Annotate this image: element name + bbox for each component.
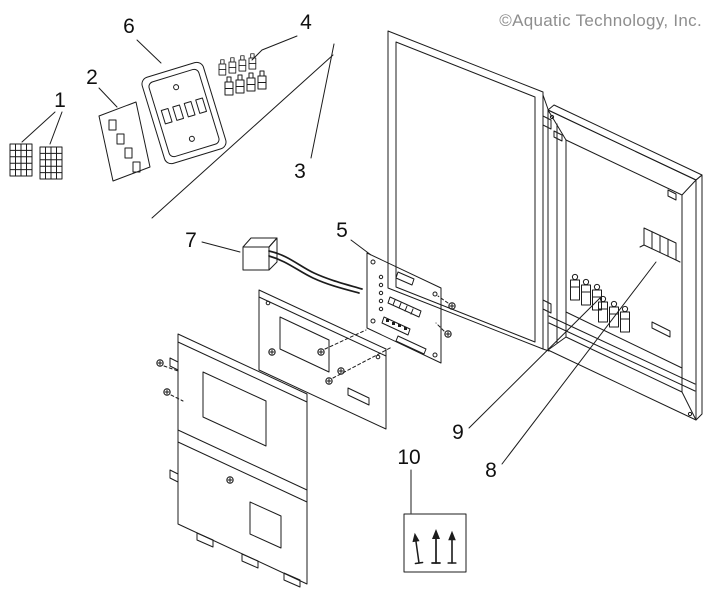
part-8-transformer-assembly [639,227,681,263]
part-label-3: 3 [294,160,306,183]
part-5-circuit-board [366,252,442,364]
watermark: ©Aquatic Technology, Inc. [499,11,702,30]
board-standoff-screws [317,295,456,385]
part-label-10: 10 [397,446,420,469]
part-10-anchor-kit [403,513,467,573]
part-9-terminal-blocks [570,273,630,333]
part-label-2: 2 [86,66,98,89]
leader-lines [21,35,657,514]
part-label-4: 4 [300,11,312,34]
transformer-wires [268,250,363,294]
mounting-bracket [258,289,387,430]
part-label-7: 7 [185,229,197,252]
callout-labels: 1 2 3 4 5 6 7 8 9 10 [54,11,497,482]
enclosure-cabinet [547,104,703,421]
part-label-5: 5 [336,219,348,242]
part-2-switch-panel [98,101,151,182]
enclosure-door [387,30,552,352]
dead-front-panel [156,333,308,588]
part-label-8: 8 [485,459,497,482]
part-label-9: 9 [452,421,464,444]
part-6-faceplate [141,61,227,165]
part-label-1: 1 [54,89,66,112]
part-label-6: 6 [123,15,135,38]
part-7-transformer [242,237,278,271]
part-1-keypads [9,143,63,180]
part-4-jumpers [218,53,267,96]
